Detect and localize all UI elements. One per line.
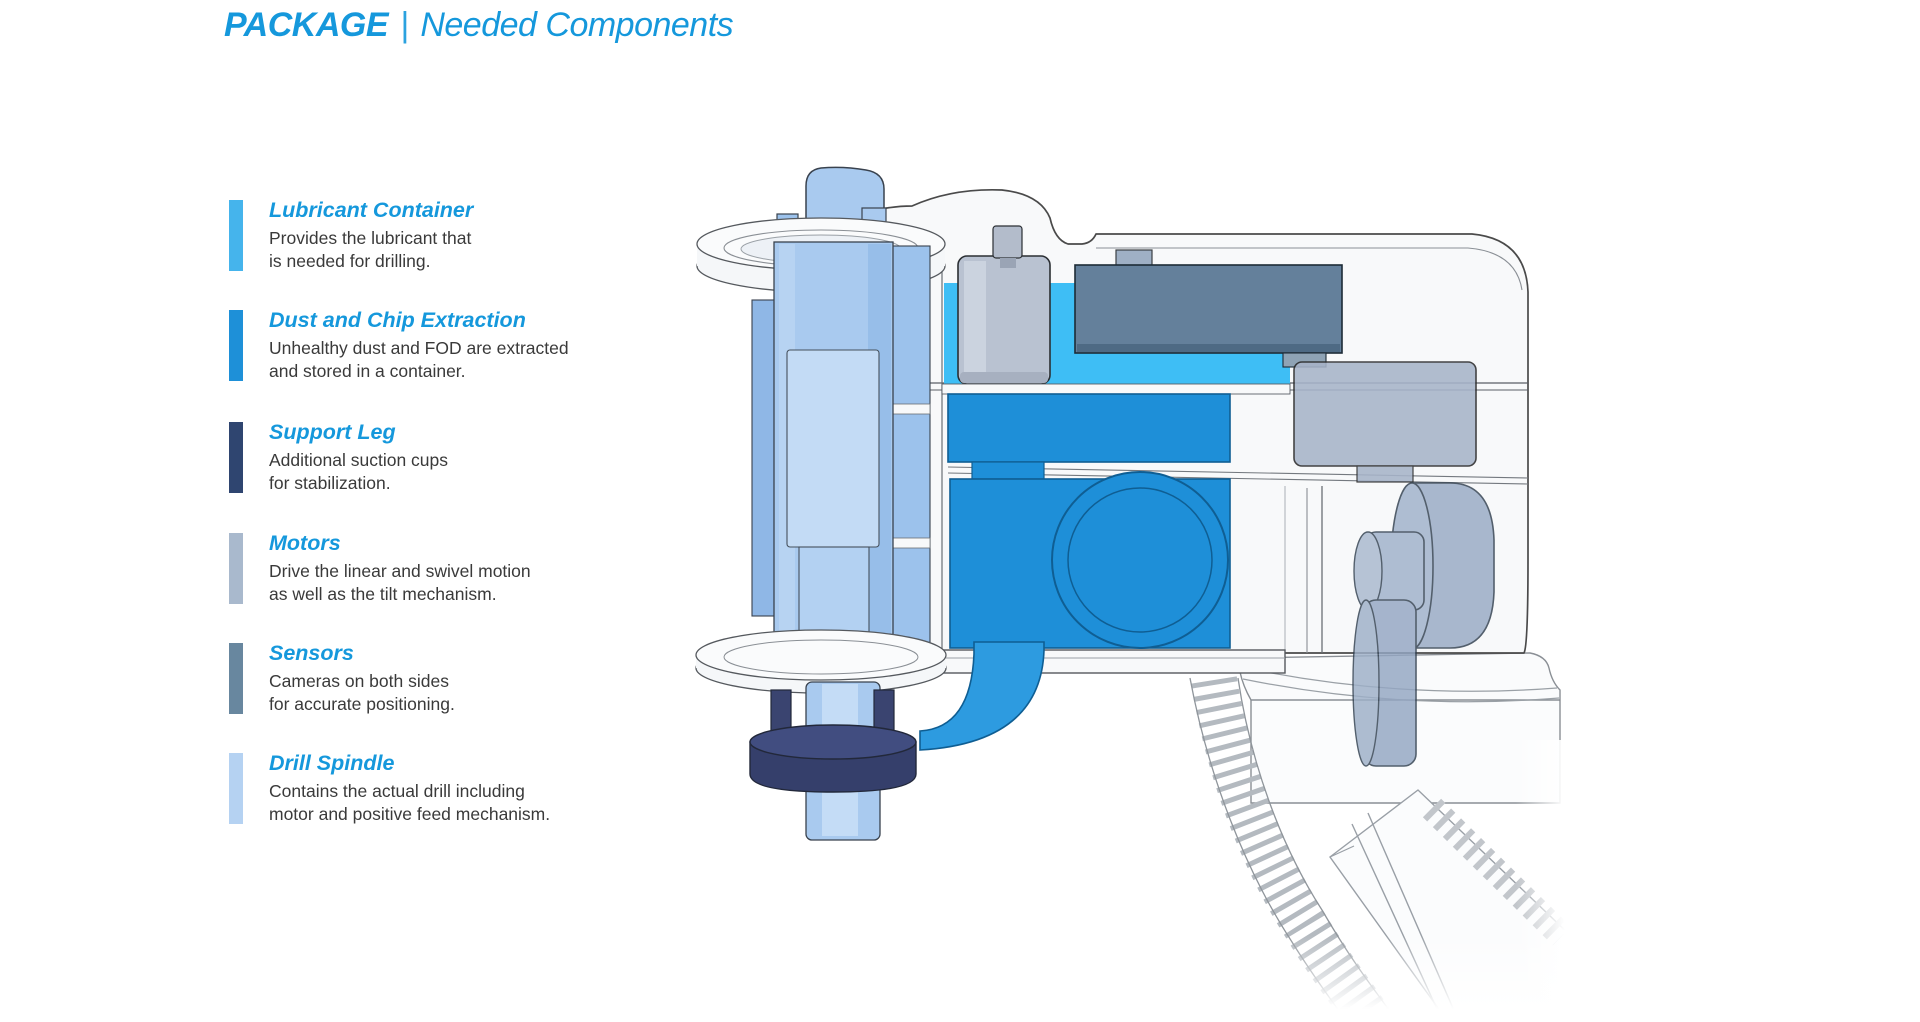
color-bar [229, 422, 243, 493]
component-title: Support Leg [269, 420, 396, 444]
component-description: Unhealthy dust and FOD are extracted and… [269, 338, 569, 381]
drill-spindle-assembly [695, 166, 947, 841]
extraction-blue-assembly [947, 393, 1231, 649]
page-title: PACKAGE | Needed Components [224, 6, 734, 45]
bottom-flange [695, 629, 947, 694]
linear-rail [1329, 789, 1570, 1022]
color-bar [229, 533, 243, 604]
component-item-sensors: Sensors Cameras on both sides for accura… [229, 641, 699, 715]
color-bar [229, 310, 243, 381]
feed-mechanism-panel [786, 349, 880, 548]
component-title: Motors [269, 531, 341, 555]
component-description: Provides the lubricant that is needed fo… [269, 228, 472, 271]
component-title: Sensors [269, 641, 354, 665]
color-bar [229, 643, 243, 714]
component-item-lubricant-container: Lubricant Container Provides the lubrica… [229, 198, 699, 272]
title-separator: | [400, 6, 409, 44]
housing-interior [941, 225, 1343, 649]
title-emphasis: PACKAGE [224, 6, 389, 44]
component-description: Additional suction cups for stabilizatio… [269, 450, 448, 493]
gear-drive [1352, 482, 1495, 767]
motor-knob [992, 225, 1023, 259]
color-bar [229, 200, 243, 271]
tilt-motor-block [1293, 361, 1477, 483]
component-title: Drill Spindle [269, 751, 395, 775]
swivel-motor-disc [1051, 471, 1229, 649]
component-description: Drive the linear and swivel motion as we… [269, 561, 531, 604]
machine-illustration [695, 166, 1570, 1022]
color-bar [229, 753, 243, 824]
component-item-support-leg: Support Leg Additional suction cups for … [229, 420, 699, 494]
dust-container-box [1074, 264, 1343, 354]
lubricant-elbow-pipe [919, 641, 1045, 751]
component-description: Cameras on both sides for accurate posit… [269, 671, 455, 714]
component-title: Lubricant Container [269, 198, 474, 222]
component-title: Dust and Chip Extraction [269, 308, 526, 332]
support-leg-collar [749, 689, 917, 793]
component-description: Contains the actual drill including moto… [269, 781, 551, 824]
component-item-dust-chip-extraction: Dust and Chip Extraction Unhealthy dust … [229, 308, 699, 382]
title-subtitle: Needed Components [420, 6, 734, 44]
component-item-motors: Motors Drive the linear and swivel motio… [229, 531, 699, 605]
component-item-drill-spindle: Drill Spindle Contains the actual drill … [229, 751, 699, 825]
